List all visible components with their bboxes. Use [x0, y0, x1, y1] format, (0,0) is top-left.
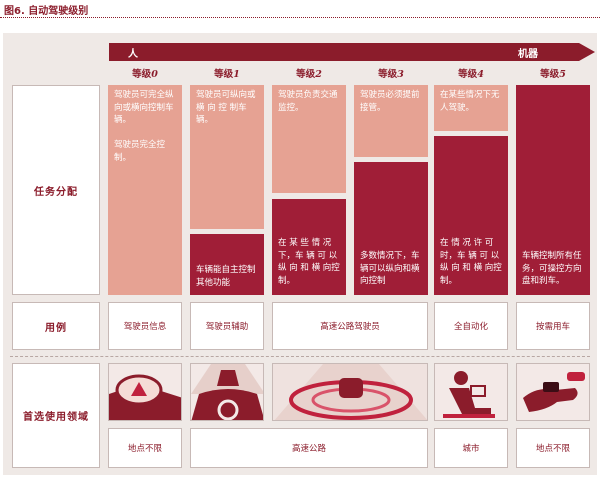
use-case-on-demand: 按需用车: [516, 302, 590, 350]
task-level-4-driver: 在某些情况下无人驾驶。: [434, 85, 508, 131]
passenger-reading-icon: [434, 363, 508, 421]
level-0-label: 等级0: [132, 69, 158, 80]
use-case-driver-info: 驾驶员信息: [108, 302, 182, 350]
task-level-1-vehicle: 车辆能自主控制其他功能: [190, 234, 264, 295]
task-level-2-driver: 驾驶员负责交通监控。: [272, 85, 346, 193]
domain-anywhere-l0: 地点不限: [108, 428, 182, 468]
hand-car-key-icon: [516, 363, 590, 421]
level-2-label: 等级2: [296, 69, 322, 80]
domain-anywhere-l5: 地点不限: [516, 428, 590, 468]
human-to-machine-arrow: [109, 43, 595, 61]
task-level-1-driver: 驾驶员可纵向或 横 向 控 制车辆。: [190, 85, 264, 229]
lane-assist-icon: [190, 363, 264, 421]
level-5-label: 等级5: [540, 69, 566, 80]
title-rule: [0, 17, 600, 18]
use-case-full-automation: 全自动化: [434, 302, 508, 350]
row-header-task-allocation: 任务分配: [12, 85, 100, 295]
section-divider: [10, 356, 590, 357]
row-header-preferred-domain: 首选使用领域: [12, 363, 100, 468]
task-level-3-driver: 驾驶员必须提前接管。: [354, 85, 428, 157]
task-level-5-vehicle: 车辆控制所有任务，可操控方向盘和刹车。: [516, 85, 590, 295]
use-case-driver-assist: 驾驶员辅助: [190, 302, 264, 350]
task-level-3-vehicle: 多数情况下，车辆可以纵向和横向控制: [354, 162, 428, 295]
domain-highway: 高速公路: [190, 428, 428, 468]
domain-city: 城市: [434, 428, 508, 468]
highway-car-radar-icon: [272, 363, 428, 421]
arrow-label-machine: 机器: [518, 49, 538, 60]
level-1-label: 等级1: [214, 69, 240, 80]
task-level-0-driver: 驾驶员可完全纵向或横向控制车辆。 驾驶员完全控制。: [108, 85, 182, 295]
use-case-highway-driver: 高速公路驾驶员: [272, 302, 428, 350]
figure-title: 图6. 自动驾驶级别: [4, 6, 89, 17]
arrow-label-human: 人: [128, 49, 138, 60]
level-3-label: 等级3: [378, 69, 404, 80]
level-4-label: 等级4: [458, 69, 484, 80]
mirror-warning-icon: [108, 363, 182, 421]
row-header-use-case: 用例: [12, 302, 100, 350]
task-level-2-vehicle: 在 某 些 情 况下，车 辆 可 以纵 向 和 横 向控制。: [272, 199, 346, 295]
task-level-4-vehicle: 在 情 况 许 可时，车 辆 可 以纵 向 和 横 向控制。: [434, 136, 508, 295]
